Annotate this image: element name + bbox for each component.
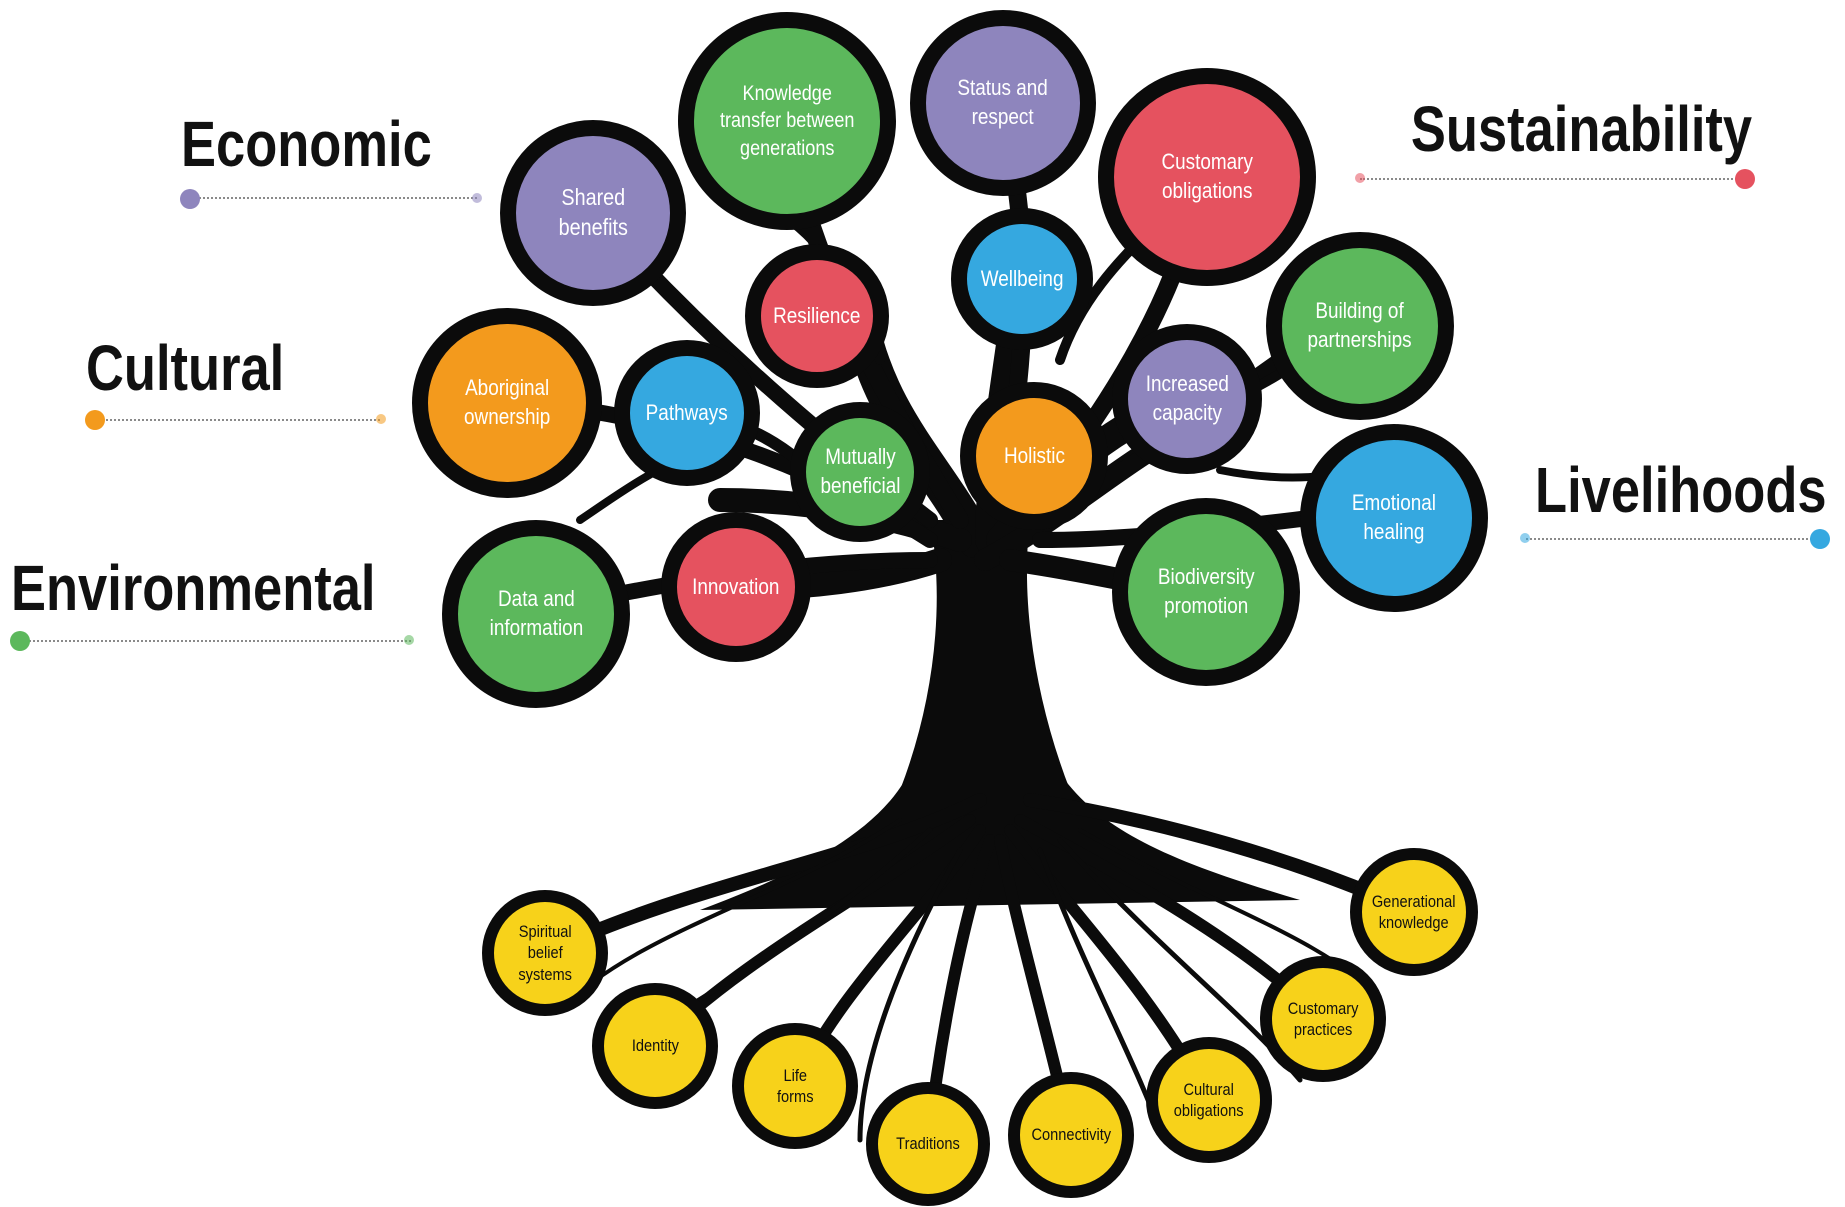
root-connectivity: Connectivity — [1008, 1072, 1134, 1198]
canopy-innovation: Innovation — [661, 512, 811, 662]
leader-line-cultural — [95, 419, 380, 421]
leader-line-environmental — [21, 640, 411, 642]
tree-trunk — [900, 520, 1070, 790]
legend-dot-livelihoods — [1810, 529, 1830, 549]
legend-dot-sustainability — [1735, 169, 1755, 189]
canopy-increased-capacity: Increased capacity — [1112, 324, 1262, 474]
legend-end-dot-cultural — [376, 414, 386, 424]
canopy-wellbeing: Wellbeing — [951, 208, 1093, 350]
legend-title-environmental: Environmental — [11, 552, 376, 624]
legend-dot-cultural — [85, 410, 105, 430]
canopy-shared-benefits: Shared benefits — [500, 120, 686, 306]
canopy-resilience: Resilience — [745, 244, 889, 388]
root-life-forms: Life forms — [732, 1023, 858, 1149]
canopy-data-and-information: Data and information — [442, 520, 630, 708]
legend-dot-environmental — [10, 631, 30, 651]
legend-title-cultural: Cultural — [86, 332, 285, 404]
legend-end-dot-environmental — [404, 635, 414, 645]
tree-root — [538, 793, 987, 960]
root-customary-practices: Customary practices — [1260, 956, 1386, 1082]
root-generational-knowledge: Generational knowledge — [1350, 848, 1478, 976]
root-traditions: Traditions — [866, 1082, 990, 1206]
canopy-mutually-beneficial: Mutually beneficial — [790, 402, 930, 542]
canopy-status-and-respect: Status and respect — [910, 10, 1096, 196]
legend-end-dot-economic — [472, 193, 482, 203]
canopy-customary-obligations: Customary obligations — [1098, 68, 1316, 286]
legend-start-dot-livelihoods — [1520, 533, 1530, 543]
leader-line-livelihoods — [1526, 538, 1816, 540]
root-spiritual-belief-systems: Spiritual belief systems — [482, 890, 608, 1016]
legend-dot-economic — [180, 189, 200, 209]
legend-title-livelihoods: Livelihoods — [1535, 454, 1827, 526]
canopy-holistic: Holistic — [960, 382, 1108, 530]
canopy-aboriginal-ownership: Aboriginal ownership — [412, 308, 602, 498]
canopy-emotional-healing: Emotional healing — [1300, 424, 1488, 612]
root-identity: Identity — [592, 983, 718, 1109]
canopy-pathways: Pathways — [614, 340, 760, 486]
tree-root — [857, 847, 963, 1143]
canopy-building-partnerships: Building of partnerships — [1266, 232, 1454, 420]
leader-line-economic — [192, 197, 477, 199]
root-cultural-obligations: Cultural obligations — [1146, 1037, 1272, 1163]
legend-start-dot-sustainability — [1355, 173, 1365, 183]
legend-title-sustainability: Sustainability — [1410, 93, 1752, 165]
canopy-knowledge-transfer: Knowledge transfer between generations — [678, 12, 896, 230]
canopy-biodiversity-promotion: Biodiversity promotion — [1112, 498, 1300, 686]
legend-title-economic: Economic — [181, 108, 432, 180]
leader-line-sustainability — [1360, 178, 1740, 180]
